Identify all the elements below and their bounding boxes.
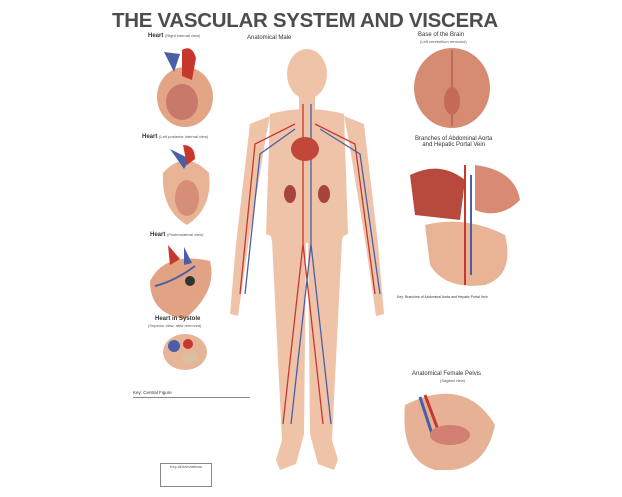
heading-subtitle: (Right internal view) xyxy=(165,33,201,38)
brain-heading: Base of the Brain xyxy=(418,32,465,38)
heading-subtitle: (Left posterior internal view) xyxy=(159,134,209,139)
heading-subtitle: (Posterolateral view) xyxy=(167,232,204,237)
heart-posterolateral-heading: Heart (Posterolateral view) xyxy=(150,232,203,238)
pelvis-heading: Anatomical Female Pelvis xyxy=(412,371,482,377)
central-key-heading: Key: Central Figure xyxy=(133,390,172,395)
abbreviations-box: Key Abbreviations xyxy=(160,463,212,487)
heading-text: Heart xyxy=(150,232,166,238)
heading-text: Heart xyxy=(148,33,164,39)
pelvis-subtitle: (Sagittal view) xyxy=(440,378,466,383)
heart-systole-heading: Heart in Systole xyxy=(155,316,200,322)
pelvis-illustration xyxy=(404,393,495,470)
heart-left-heading: Heart (Left posterior internal view) xyxy=(142,134,208,140)
heading-line: and Hepatic Portal Vein xyxy=(422,142,486,148)
abdominal-key-heading: Key: Branches of Abdominal Aorta and Hep… xyxy=(397,295,488,299)
heart-posterolateral-illustration xyxy=(150,245,212,319)
heart-systole-illustration xyxy=(163,334,207,370)
anatomical-male-heading: Anatomical Male xyxy=(247,35,292,41)
heart-left-illustration xyxy=(162,145,210,225)
brain-subtitle: (Left cerebellum removed) xyxy=(420,39,467,44)
heading-text: Heart xyxy=(142,134,158,140)
heading-line: Branches of Abdominal Aorta xyxy=(415,136,493,142)
heart-right-illustration xyxy=(157,48,213,127)
heading-text: Heart in Systole xyxy=(155,316,201,322)
heart-systole-subtitle: (Superior view, atria removed) xyxy=(148,323,202,328)
abbreviations-heading: Key Abbreviations xyxy=(169,464,203,469)
abdominal-illustration xyxy=(410,165,520,286)
brain-illustration xyxy=(414,48,490,128)
poster-title: THE VASCULAR SYSTEM AND VISCERA xyxy=(112,9,498,32)
heart-right-heading: Heart (Right internal view) xyxy=(148,33,200,39)
anatomical-male-illustration xyxy=(230,49,384,470)
key-divider xyxy=(133,397,250,398)
